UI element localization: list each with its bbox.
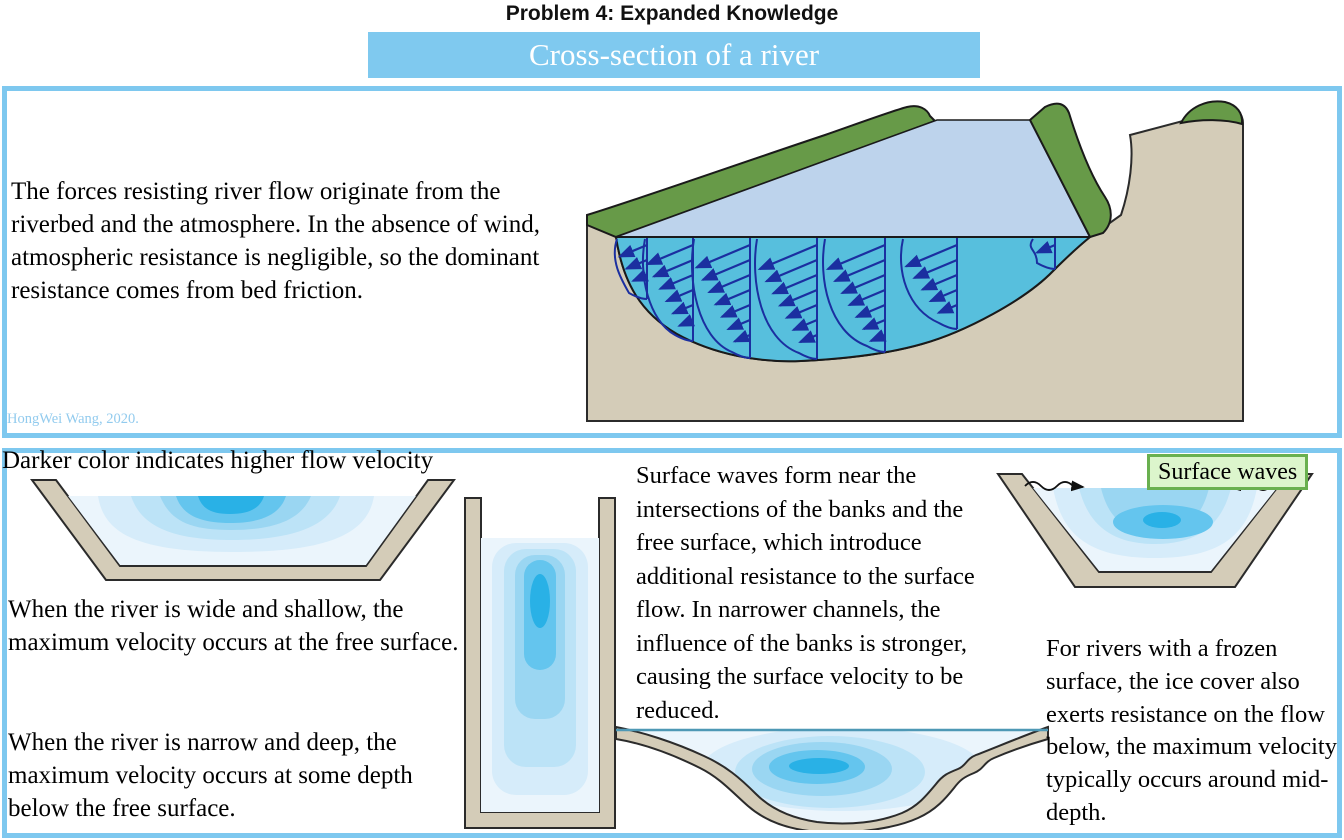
attribution-text: HongWei Wang, 2020. [7, 411, 139, 427]
right-bank-grass [1028, 102, 1112, 239]
section-banner: Cross-section of a river [368, 32, 980, 78]
natural-riverbed-diagram [615, 725, 1049, 830]
velocity-contours [617, 731, 1047, 829]
velocity-contours [1033, 488, 1277, 571]
intro-paragraph: The forces resisting river flow originat… [11, 178, 540, 304]
channel-walls [30, 479, 456, 581]
surface-wave-arrow-left [1024, 480, 1085, 492]
page-title: Problem 4: Expanded Knowledge [505, 2, 839, 25]
river-3d-illustration [586, 100, 1244, 422]
narrow-deep-paragraph: When the river is narrow and deep, the m… [8, 729, 413, 822]
frozen-surface-paragraph: For rivers with a frozen surface, the ic… [1046, 635, 1337, 826]
far-grass-hump [1179, 100, 1244, 126]
bottom-panel: Darker color indicates higher flow veloc… [2, 447, 1342, 838]
surface-waves-label: Surface waves [1147, 454, 1309, 490]
surface-waves-paragraph: Surface waves form near the intersection… [636, 462, 975, 724]
velocity-contours [481, 538, 599, 812]
riverbed-ground [615, 725, 1049, 830]
velocity-legend: Darker color indicates higher flow veloc… [2, 447, 434, 474]
left-bank-grass [586, 105, 937, 239]
velocity-profile-arrows [613, 238, 1056, 360]
narrow-deep-channel-diagram [464, 497, 616, 829]
surface-waves-channel-diagram [996, 473, 1314, 588]
velocity-contours [68, 496, 416, 565]
top-panel: The forces resisting river flow originat… [2, 86, 1342, 438]
wide-shallow-paragraph: When the river is wide and shallow, the … [8, 596, 459, 656]
wide-shallow-channel-diagram [30, 479, 456, 581]
